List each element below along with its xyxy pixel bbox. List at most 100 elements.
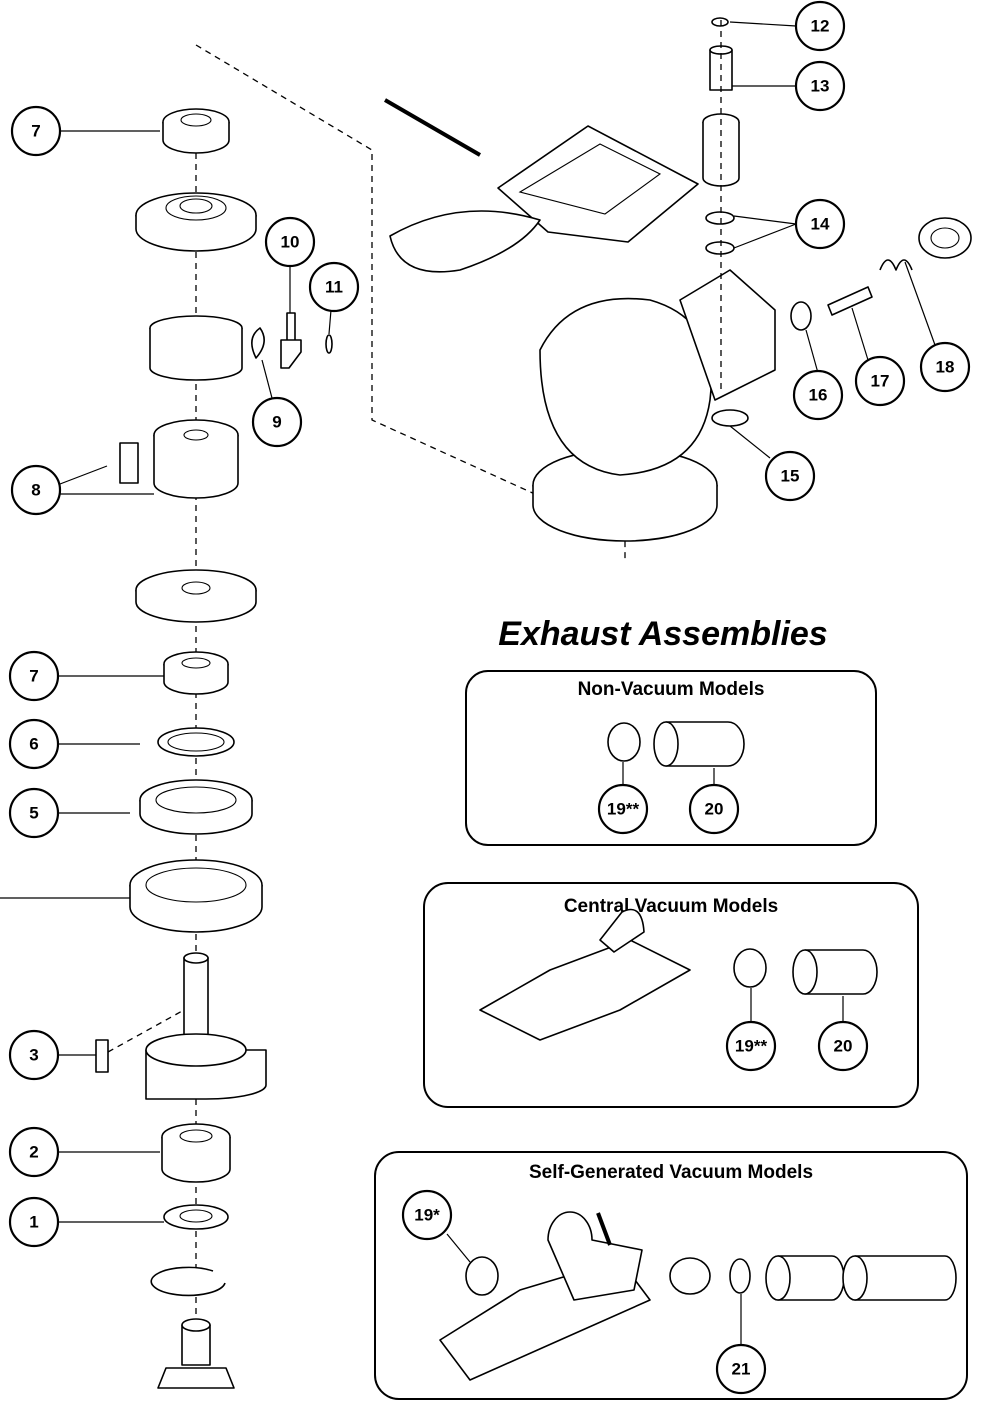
part-handle-grip: [497, 125, 699, 243]
part-retaining-ring: [150, 1266, 226, 1297]
part-fitting-self: [669, 1257, 711, 1295]
svg-text:11: 11: [325, 278, 343, 297]
part-o-ring-self: [729, 1258, 751, 1294]
callout-18: 18: [919, 341, 971, 393]
svg-text:7: 7: [29, 667, 38, 686]
callout-8: 8: [10, 464, 62, 516]
part-inlet-valve: [827, 286, 873, 316]
svg-text:3: 3: [29, 1046, 38, 1065]
callout-19-central: 19**: [725, 1020, 777, 1072]
part-exhaust-tube-self: [842, 1255, 957, 1301]
part-lock-ring: [129, 859, 263, 933]
part-muffler-self: [465, 1256, 499, 1296]
callout-7-top: 7: [10, 105, 62, 157]
callout-7-lower: 7: [8, 650, 60, 702]
svg-text:20: 20: [705, 800, 724, 819]
svg-text:14: 14: [811, 215, 830, 234]
svg-text:6: 6: [29, 735, 38, 754]
part-shaft-seal: [163, 1204, 229, 1230]
callout-15: 15: [764, 450, 816, 502]
part-pin-rod: [383, 98, 482, 157]
part-bearing-housing: [139, 779, 253, 835]
part-balancer-shaft: [145, 952, 267, 1100]
part-washer: [790, 301, 812, 331]
part-vacuum-shroud-central: [479, 908, 691, 1041]
part-muffler-nonvac: [607, 722, 641, 762]
callout-12: 12: [794, 0, 846, 52]
svg-text:15: 15: [781, 467, 800, 486]
part-seal: [157, 727, 235, 757]
callout-17: 17: [854, 355, 906, 407]
part-bearing-top: [162, 108, 230, 154]
svg-text:8: 8: [31, 481, 40, 500]
exhaust-assemblies-title: Exhaust Assemblies: [498, 615, 827, 653]
part-exhaust-fitting-nonvac: [653, 721, 745, 767]
svg-text:10: 10: [281, 233, 300, 252]
svg-text:17: 17: [871, 372, 890, 391]
part-cylinder: [149, 315, 243, 381]
svg-text:20: 20: [834, 1037, 853, 1056]
part-o-ring-small: [325, 334, 333, 354]
leader-19-self: [446, 1233, 471, 1263]
part-o-ring-top: [711, 17, 729, 27]
tool-body: [532, 269, 776, 542]
part-pin-self: [596, 1212, 612, 1246]
leader-17: [851, 307, 869, 361]
part-front-end-plate: [135, 569, 257, 623]
part-bearing-lower: [163, 651, 229, 695]
svg-text:1: 1: [29, 1213, 38, 1232]
central-vacuum-box: [423, 882, 919, 1108]
svg-text:18: 18: [936, 358, 955, 377]
callout-5: 5: [8, 787, 60, 839]
leader-15: [729, 425, 771, 459]
svg-text:13: 13: [811, 77, 830, 96]
svg-text:19**: 19**: [735, 1037, 768, 1056]
callout-9: 9: [251, 396, 303, 448]
svg-text:9: 9: [272, 413, 281, 432]
leader-12: [729, 21, 797, 27]
part-vacuum-shroud-self: [439, 1211, 651, 1381]
leader-8a: [59, 465, 108, 485]
callout-19-self: 19*: [401, 1189, 453, 1241]
callout-14: 14: [794, 198, 846, 250]
callout-3: 3: [8, 1029, 60, 1081]
part-spindle: [157, 1318, 235, 1389]
part-exhaust-fitting-central: [792, 949, 878, 995]
part-sleeve-self: [765, 1255, 845, 1301]
part-rear-end-plate: [135, 192, 257, 252]
part-retainer-ring: [711, 409, 749, 427]
callout-19-nonvac: 19**: [597, 783, 649, 835]
svg-text:19**: 19**: [607, 800, 640, 819]
assembly-envelope-dashed-line: [195, 44, 626, 560]
callout-2: 2: [8, 1126, 60, 1178]
leader-16: [805, 329, 819, 374]
svg-text:12: 12: [811, 17, 830, 36]
part-spring: [879, 259, 913, 271]
callout-11: 11: [308, 261, 360, 313]
part-o-ring-upper: [705, 211, 735, 225]
central-vacuum-title: Central Vacuum Models: [564, 896, 778, 917]
callout-20-central: 20: [817, 1020, 869, 1072]
callout-6: 6: [8, 718, 60, 770]
part-bearing-main: [161, 1123, 231, 1183]
part-muffler-central: [733, 948, 767, 988]
key-dashed-line: [107, 1009, 185, 1053]
svg-text:7: 7: [31, 122, 40, 141]
svg-text:19*: 19*: [414, 1206, 440, 1225]
leader-18: [904, 261, 936, 346]
self-generated-vacuum-title: Self-Generated Vacuum Models: [529, 1162, 813, 1183]
part-grip-pad: [389, 210, 541, 273]
leader-14b: [733, 223, 797, 249]
part-spring-clip: [251, 327, 265, 359]
svg-text:21: 21: [732, 1360, 751, 1379]
callout-21: 21: [715, 1343, 767, 1395]
part-rotor: [153, 419, 239, 499]
leader-11: [328, 309, 332, 335]
non-vacuum-title: Non-Vacuum Models: [578, 679, 765, 700]
callout-16: 16: [792, 369, 844, 421]
part-key: [95, 1039, 109, 1073]
part-throttle-valve: [280, 312, 302, 369]
svg-text:5: 5: [29, 804, 38, 823]
svg-text:2: 2: [29, 1143, 38, 1162]
